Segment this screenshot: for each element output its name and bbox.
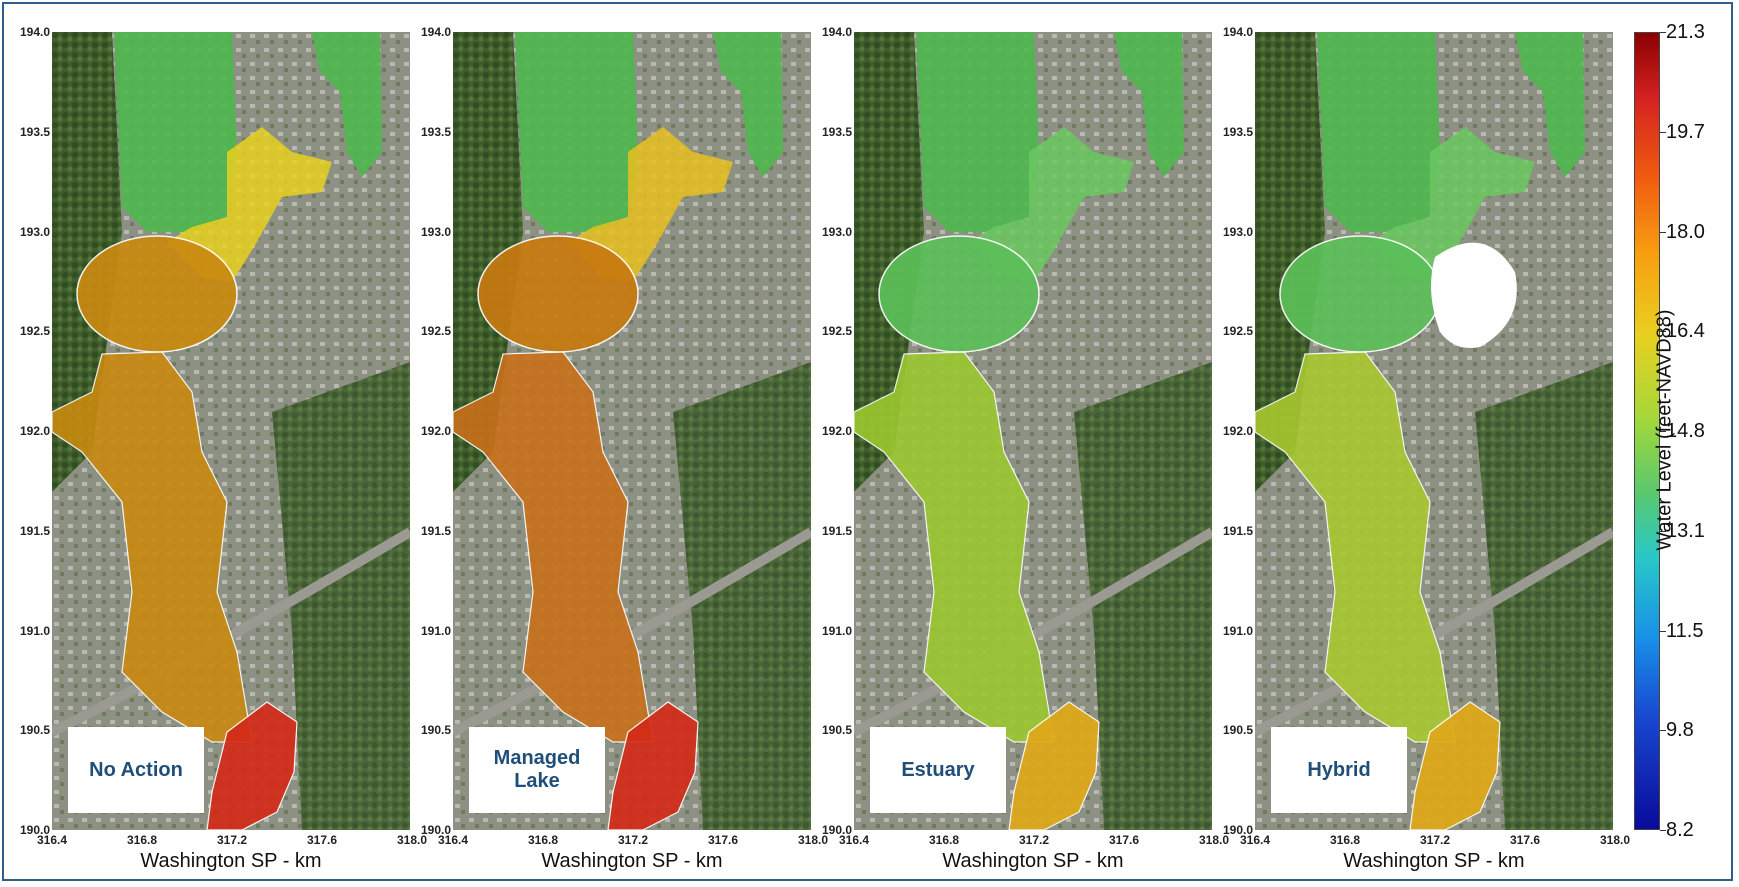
map-panel	[453, 32, 811, 830]
x-tick-label: 317.2	[1419, 833, 1451, 847]
y-tick-label: 190.5	[821, 723, 852, 738]
y-tick-label: 191.5	[1222, 523, 1253, 538]
y-tick-label: 193.0	[1222, 224, 1253, 239]
x-tick-label: 317.2	[617, 833, 649, 847]
colorbar-tick-label: 11.5	[1666, 619, 1704, 642]
colorbar-tick-mark	[1660, 630, 1666, 632]
x-axis-label: Washington SP - km	[541, 850, 723, 872]
y-tick-label: 192.5	[420, 324, 451, 339]
map-panel	[1255, 32, 1613, 830]
x-tick-label: 318.0	[797, 833, 829, 847]
colorbar-tick-mark	[1660, 32, 1666, 33]
colorbar-tick-label: 9.8	[1666, 719, 1694, 742]
y-tick-label: 193.5	[19, 124, 50, 139]
x-tick-label: 317.6	[1108, 833, 1140, 847]
map-panel	[854, 32, 1212, 830]
x-tick-label: 316.8	[126, 833, 158, 847]
x-tick-label: 316.8	[527, 833, 559, 847]
y-tick-label: 191.0	[19, 623, 50, 638]
x-tick-label: 316.8	[928, 833, 960, 847]
y-tick-label: 193.0	[821, 224, 852, 239]
y-tick-label: 190.0	[821, 823, 852, 837]
colorbar-tick-mark	[1660, 730, 1666, 732]
colorbar-tick-label: 8.2	[1666, 819, 1694, 841]
map-image	[854, 32, 1212, 830]
map-panel	[52, 32, 410, 830]
y-tick-label: 193.5	[821, 124, 852, 139]
y-tick-label: 192.0	[19, 424, 50, 438]
colorbar-tick-label: 21.3	[1666, 21, 1705, 43]
y-tick-label: 192.0	[1222, 424, 1253, 438]
x-tick-label: 316.4	[36, 833, 68, 847]
colorbar-tick-label: 16.4	[1666, 320, 1705, 343]
y-tick-label: 191.0	[821, 623, 852, 638]
x-tick-label: 316.4	[1239, 833, 1271, 847]
y-tick-label: 191.0	[1222, 623, 1253, 638]
x-tick-label: 316.8	[1329, 833, 1361, 847]
x-tick-label: 317.6	[1509, 833, 1541, 847]
colorbar-tick-mark	[1660, 231, 1666, 233]
y-tick-label: 194.0	[821, 25, 852, 39]
colorbar-tick-label: 19.7	[1666, 120, 1705, 143]
colorbar-tick-mark	[1660, 331, 1666, 333]
y-tick-label: 190.5	[1222, 723, 1253, 738]
y-tick-label: 192.5	[19, 324, 50, 339]
y-tick-label: 194.0	[19, 25, 50, 39]
colorbar-title: Water Level (feet-NAVD88)	[1653, 309, 1676, 551]
x-tick-label: 317.2	[1018, 833, 1050, 847]
colorbar-tick-mark	[1660, 830, 1666, 831]
x-axis-label: Washington SP - km	[140, 850, 322, 872]
x-axis-label: Washington SP - km	[1343, 850, 1525, 872]
x-tick-label: 317.2	[216, 833, 248, 847]
colorbar-tick-mark	[1660, 131, 1666, 133]
y-tick-label: 193.5	[1222, 124, 1253, 139]
colorbar-tick-mark	[1660, 431, 1666, 432]
map-image	[52, 32, 410, 830]
y-tick-label: 192.0	[420, 424, 451, 438]
y-tick-label: 190.5	[420, 723, 451, 738]
scenario-label: Managed Lake	[469, 727, 605, 813]
x-tick-label: 317.6	[707, 833, 739, 847]
x-tick-label: 318.0	[1599, 833, 1631, 847]
x-tick-label: 316.4	[437, 833, 469, 847]
x-axis-label: Washington SP - km	[942, 850, 1124, 872]
x-tick-label: 318.0	[396, 833, 428, 847]
map-image	[453, 32, 811, 830]
y-tick-label: 191.0	[420, 623, 451, 638]
x-tick-label: 317.6	[306, 833, 338, 847]
colorbar-tick-label: 13.1	[1666, 519, 1705, 542]
y-tick-label: 192.5	[821, 324, 852, 339]
y-tick-label: 191.5	[420, 523, 451, 538]
map-image	[1255, 32, 1613, 830]
y-tick-label: 190.5	[19, 723, 50, 738]
y-tick-label: 194.0	[1222, 25, 1253, 39]
y-tick-label: 190.0	[1222, 823, 1253, 837]
colorbar	[1634, 32, 1660, 830]
y-tick-label: 193.0	[19, 224, 50, 239]
y-tick-label: 193.5	[420, 124, 451, 139]
y-tick-label: 190.0	[19, 823, 50, 837]
y-tick-label: 192.5	[1222, 324, 1253, 339]
y-tick-label: 192.0	[821, 424, 852, 438]
y-tick-label: 194.0	[420, 25, 451, 39]
y-tick-label: 191.5	[821, 523, 852, 538]
colorbar-tick-label: 18.0	[1666, 220, 1705, 243]
scenario-label: Estuary	[870, 727, 1006, 813]
colorbar-tick-mark	[1660, 530, 1666, 532]
scenario-label: No Action	[68, 727, 204, 813]
y-tick-label: 193.0	[420, 224, 451, 239]
x-tick-label: 318.0	[1198, 833, 1230, 847]
scenario-label: Hybrid	[1271, 727, 1407, 813]
y-tick-label: 191.5	[19, 523, 50, 538]
y-tick-label: 190.0	[420, 823, 451, 837]
colorbar-tick-label: 14.8	[1666, 420, 1705, 442]
x-tick-label: 316.4	[838, 833, 870, 847]
